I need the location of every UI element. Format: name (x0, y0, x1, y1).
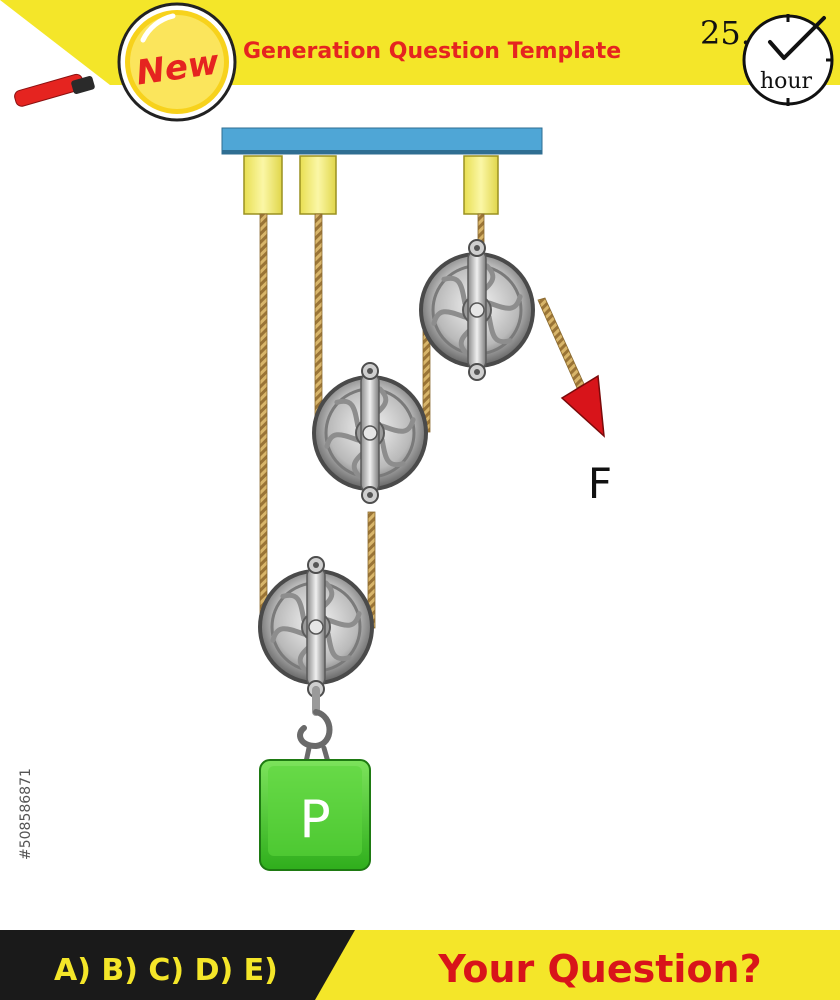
timer-value: 25. (700, 14, 751, 52)
checkmark-icon (768, 16, 826, 60)
ceiling-beam (221, 127, 543, 155)
pulley-bottom (258, 557, 374, 697)
pulley-middle (312, 363, 428, 503)
pulley-top (419, 240, 535, 380)
timer-unit: hour (760, 69, 813, 94)
load-label: P (299, 790, 330, 850)
answer-options: A) B) C) D) E) (54, 953, 278, 988)
magnifier-joint (71, 75, 95, 95)
magnifier-icon (117, 2, 237, 122)
force-arrow (560, 374, 605, 438)
anchor-block-3 (463, 155, 499, 215)
force-label: F (588, 459, 612, 508)
anchor-block-1 (243, 155, 283, 215)
clock-icon (742, 14, 834, 106)
question-text: Your Question? (437, 947, 761, 991)
footer-options-panel (0, 930, 355, 1000)
anchor-block-2 (299, 155, 337, 215)
side-id-label: #508586871 (18, 768, 34, 860)
header-title: Generation Question Template (243, 39, 621, 64)
hook-icon (297, 686, 333, 765)
